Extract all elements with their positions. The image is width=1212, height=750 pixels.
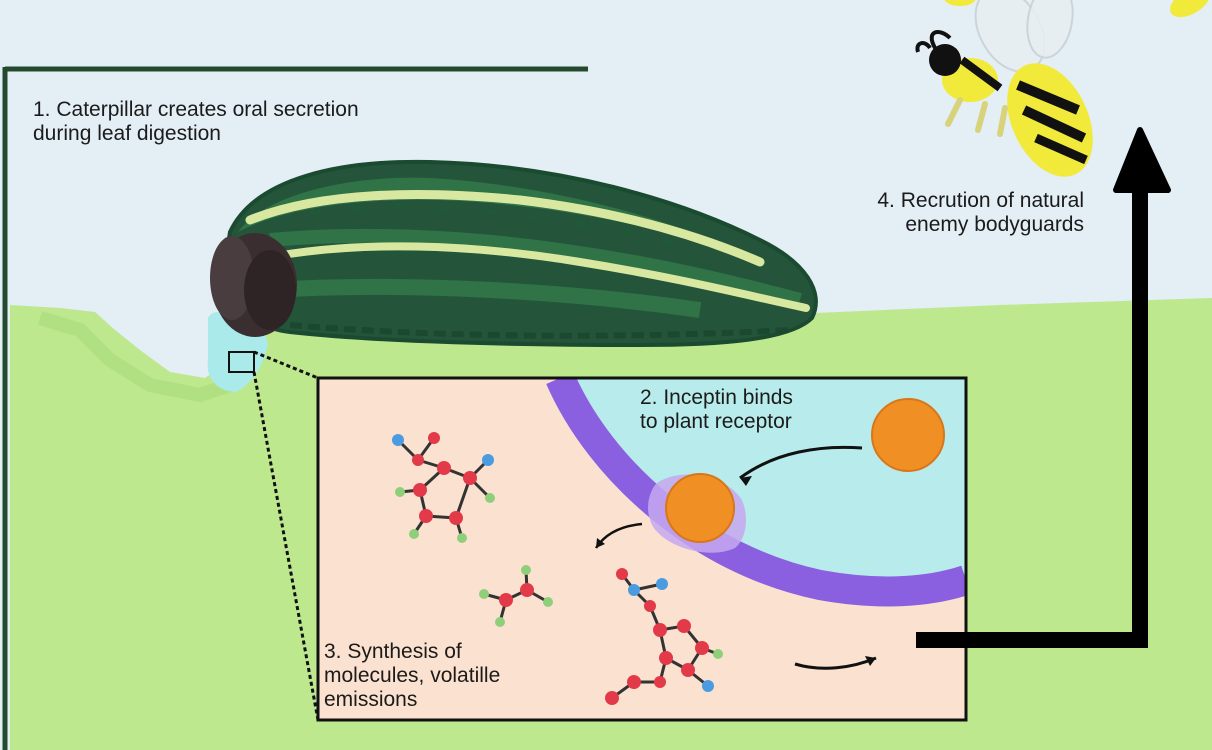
step-2-line-2: to plant receptor bbox=[640, 410, 792, 433]
step-3-label: 3. Synthesis of molecules, volatille emi… bbox=[324, 640, 500, 712]
zoom-panel-border bbox=[316, 376, 968, 722]
step-3-line-1: 3. Synthesis of bbox=[324, 640, 462, 663]
step-1-line-2: during leaf digestion bbox=[33, 122, 221, 145]
step-2-label: 2. Inceptin binds to plant receptor bbox=[640, 386, 793, 434]
leaf-edge-shading bbox=[37, 311, 233, 403]
step-4-line-1: 4. Recrution of natural bbox=[877, 189, 1084, 212]
binding-arrow bbox=[739, 445, 863, 480]
zoom-line-top bbox=[253, 350, 319, 380]
step-3-line-3: emissions bbox=[324, 688, 418, 711]
molecule-icon bbox=[605, 568, 723, 705]
zoom-panel bbox=[316, 376, 968, 722]
inceptin-molecule-icon bbox=[871, 398, 945, 472]
recruitment-arrow bbox=[916, 190, 1148, 648]
cell-interior bbox=[560, 378, 966, 592]
zoom-line-bottom bbox=[252, 371, 320, 721]
caterpillar-head bbox=[210, 233, 297, 337]
step-4-label: 4. Recrution of natural enemy bodyguards bbox=[800, 189, 1084, 237]
wasp-icon bbox=[915, 0, 1210, 177]
bound-inceptin bbox=[665, 473, 735, 543]
molecule-icon bbox=[479, 565, 553, 627]
step-3-line-2: molecules, volatille bbox=[324, 664, 501, 687]
zoom-source-box bbox=[228, 351, 255, 373]
step-1-label: 1. Caterpillar creates oral secretion du… bbox=[33, 98, 359, 146]
molecule-icon bbox=[392, 432, 495, 543]
step-4-line-2: enemy bodyguards bbox=[905, 213, 1084, 236]
step-2-line-1: 2. Inceptin binds bbox=[640, 386, 793, 409]
step-1-line-1: 1. Caterpillar creates oral secretion bbox=[33, 98, 359, 121]
cell-membrane bbox=[546, 378, 966, 607]
caterpillar-icon bbox=[225, 159, 818, 348]
up-arrow-icon bbox=[1113, 127, 1171, 193]
